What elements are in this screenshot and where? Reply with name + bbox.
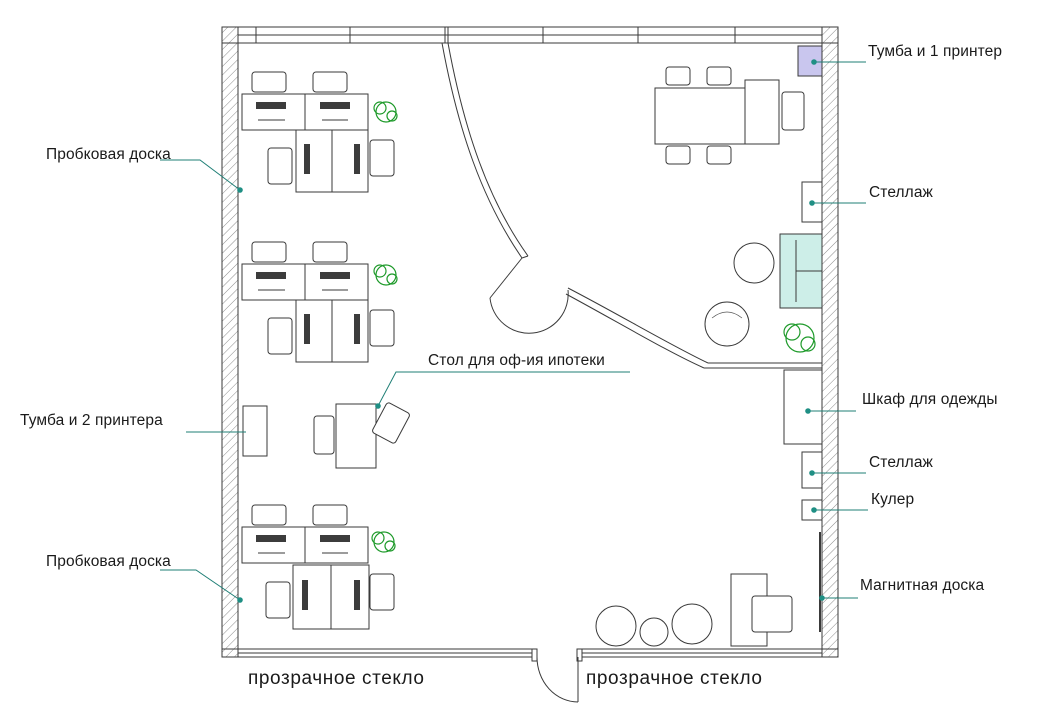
label-glass-right: прозрачное стекло bbox=[586, 668, 763, 689]
glass-partition bbox=[441, 42, 822, 369]
plant-1 bbox=[373, 101, 398, 123]
workstation-cluster-3 bbox=[241, 504, 395, 630]
entrance-door bbox=[536, 656, 579, 703]
leader-lines bbox=[160, 59, 868, 603]
shelf-bottom-object bbox=[801, 451, 823, 489]
printer-stand-2-object bbox=[242, 405, 268, 457]
callout-labels: Тумба и 1 принтер Пробковая доска Стелла… bbox=[20, 43, 1002, 689]
walls bbox=[221, 26, 839, 703]
label-printer-stand-1: Тумба и 1 принтер bbox=[868, 43, 1002, 60]
sofa bbox=[779, 233, 823, 309]
label-cooler: Кулер bbox=[871, 491, 914, 508]
label-wardrobe: Шкаф для одежды bbox=[862, 391, 998, 408]
mortgage-desk-object bbox=[313, 402, 410, 469]
workstation-cluster-2 bbox=[241, 241, 395, 363]
label-printer-stand-2: Тумба и 2 принтера bbox=[20, 412, 163, 429]
meeting-table bbox=[654, 66, 805, 165]
top-window-mullions bbox=[238, 27, 822, 43]
workstation-cluster-1 bbox=[241, 71, 395, 193]
plant-3 bbox=[371, 531, 396, 553]
manager-desk bbox=[730, 573, 793, 647]
wardrobe-object bbox=[783, 369, 823, 445]
label-cork-board-bottom: Пробковая доска bbox=[46, 553, 171, 570]
lounge-chairs bbox=[595, 603, 713, 647]
round-coffee-table bbox=[733, 242, 775, 284]
armchair-round bbox=[704, 301, 750, 347]
label-shelf-top: Стеллаж bbox=[869, 184, 934, 201]
bottom-glass-wall bbox=[221, 648, 839, 662]
label-cork-board-top: Пробковая доска bbox=[46, 146, 171, 163]
label-shelf-bottom: Стеллаж bbox=[869, 454, 934, 471]
right-wall bbox=[821, 26, 839, 658]
label-mortgage-desk: Стол для оф-ия ипотеки bbox=[428, 352, 605, 369]
printer-stand-1-object bbox=[797, 45, 823, 77]
label-glass-left: прозрачное стекло bbox=[248, 668, 425, 689]
plant-4 bbox=[783, 323, 816, 353]
left-wall bbox=[221, 26, 239, 658]
label-magnetic-board: Магнитная доска bbox=[860, 577, 984, 594]
plant-2 bbox=[373, 264, 398, 286]
top-wall bbox=[221, 26, 839, 44]
